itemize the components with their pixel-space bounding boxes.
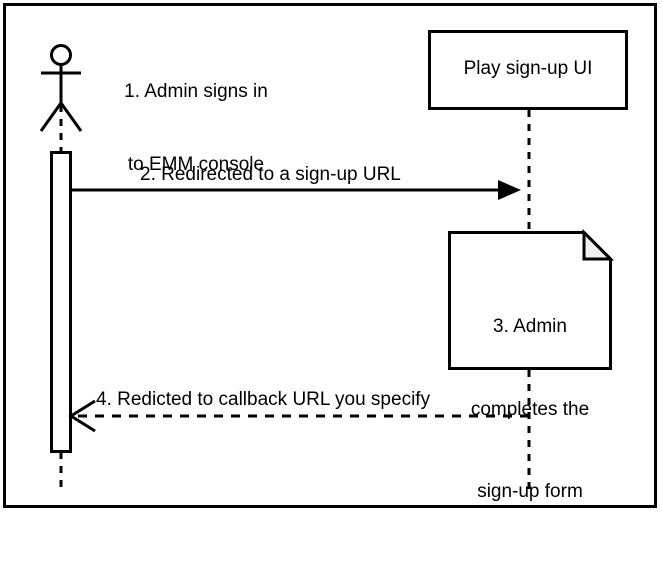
- actor-head-icon: [50, 44, 72, 66]
- message-2-label: 2. Redirected to a sign-up URL: [140, 164, 401, 185]
- participant-play-label: Play sign-up UI: [463, 58, 593, 79]
- admin-actor-figure: [39, 44, 83, 132]
- actor-leg-left: [39, 102, 63, 132]
- message-4-arrow: [68, 399, 529, 433]
- note-3-fold-corner: [582, 228, 615, 261]
- message-4-label: 4. Redicted to callback URL you specify: [96, 389, 431, 410]
- message-2-arrow: [71, 180, 521, 200]
- note-3-line-2: completes the: [470, 398, 590, 420]
- actor-caption-line-1: 1. Admin signs in: [124, 80, 268, 102]
- actor-activation-bar: [50, 151, 72, 453]
- actor-leg-right: [59, 102, 83, 132]
- diagram-vector-layer: [3, 3, 657, 508]
- message-2-arrowhead: [498, 180, 521, 200]
- message-4-arrowhead: [68, 399, 96, 433]
- actor-caption: 1. Admin signs in to EMM console: [96, 31, 296, 226]
- participant-play-box: [428, 30, 628, 110]
- note-3-line-3: sign-up form: [477, 481, 583, 503]
- note-3-shape: [448, 228, 615, 370]
- sequence-diagram-canvas: 1. Admin signs in to EMM console Play si…: [3, 3, 657, 508]
- note-3-body: [448, 231, 612, 370]
- actor-caption-line-2: to EMM console: [127, 153, 265, 175]
- diagram-frame-border: [3, 3, 657, 508]
- note-3-line-1: 3. Admin: [493, 316, 567, 338]
- note-3-text: 3. Admin completes the sign-up form: [448, 258, 612, 561]
